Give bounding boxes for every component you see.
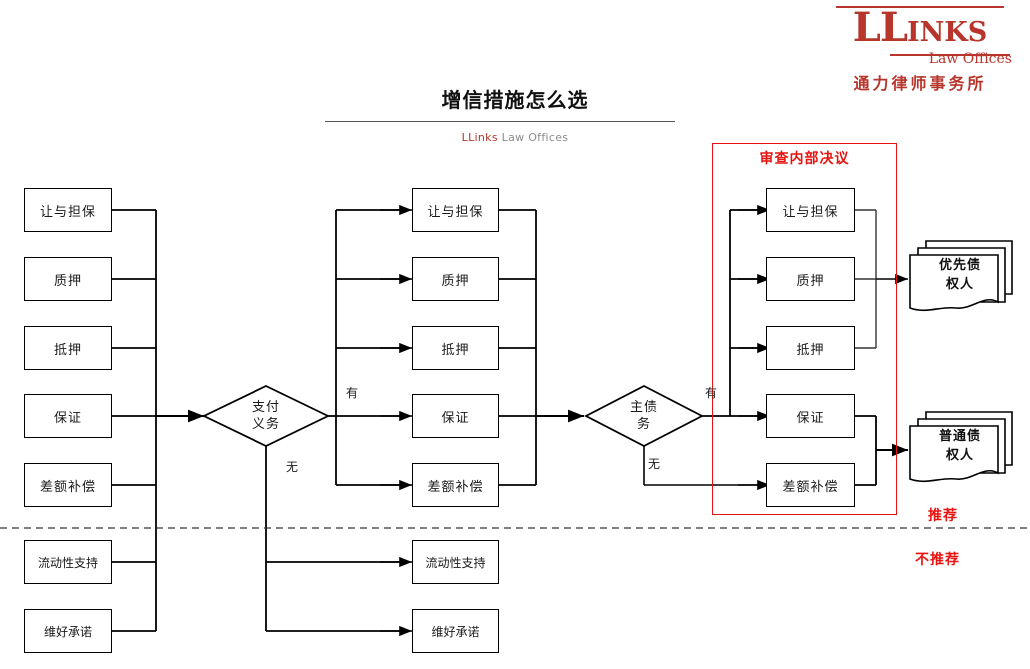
source-box-6-label: 维好承诺 xyxy=(43,624,92,639)
outcome-ordinary-creditor-line1: 普通债 xyxy=(938,429,981,444)
decision-main-debt-label: 主债 务 xyxy=(586,386,702,446)
middle-box-5[interactable]: 流动性支持 xyxy=(412,540,499,584)
outcome-priority-creditor[interactable]: 优先债 权人 xyxy=(908,236,1018,322)
review-box-4-label: 差额补偿 xyxy=(782,479,839,495)
review-box-1[interactable]: 质押 xyxy=(766,257,855,301)
middle-box-6-label: 维好承诺 xyxy=(431,624,480,639)
label-not-recommended: 不推荐 xyxy=(915,552,960,568)
logo-mid-rule xyxy=(890,54,1010,56)
review-box-3-label: 保证 xyxy=(796,410,825,426)
page-title: 增信措施怎么选 xyxy=(441,88,589,112)
decision-payment-obligation[interactable]: 支付 义务 xyxy=(204,386,328,446)
internal-resolution-title: 审查内部决议 xyxy=(759,151,850,167)
middle-box-5-label: 流动性支持 xyxy=(425,555,486,570)
label-recommended: 推荐 xyxy=(928,508,958,524)
middle-box-4[interactable]: 差额补偿 xyxy=(412,463,499,507)
edge-label-debt-no: 无 xyxy=(648,457,661,471)
outcome-ordinary-creditor-line2: 权人 xyxy=(945,448,974,463)
decision-main-debt-line2: 务 xyxy=(636,417,651,432)
subtitle-rest: Law Offices xyxy=(497,131,569,144)
logo-subtext: Law Offices xyxy=(928,50,1012,67)
middle-box-3[interactable]: 保证 xyxy=(412,394,499,438)
middle-box-0-label: 让与担保 xyxy=(427,204,484,220)
source-box-0-label: 让与担保 xyxy=(39,204,96,220)
middle-box-6[interactable]: 维好承诺 xyxy=(412,609,499,653)
outcome-priority-creditor-line1: 优先债 xyxy=(938,258,981,273)
outcome-ordinary-creditor[interactable]: 普通债 权人 xyxy=(908,407,1018,493)
title-underline xyxy=(325,121,675,122)
source-box-2[interactable]: 抵押 xyxy=(24,326,112,370)
outcome-ordinary-creditor-label: 普通债 权人 xyxy=(918,427,1002,465)
logo-top-rule xyxy=(836,6,1004,8)
source-box-1-label: 质押 xyxy=(53,273,82,289)
review-box-1-label: 质押 xyxy=(796,273,825,289)
decision-payment-obligation-label: 支付 义务 xyxy=(204,386,328,446)
outcome-priority-creditor-line2: 权人 xyxy=(945,277,974,292)
middle-box-0[interactable]: 让与担保 xyxy=(412,188,499,232)
review-box-2-label: 抵押 xyxy=(796,342,825,358)
source-box-3-label: 保证 xyxy=(53,410,82,426)
document-stack-icon xyxy=(909,411,1013,483)
review-box-0-label: 让与担保 xyxy=(782,204,839,220)
subtitle-brand: LLinks xyxy=(461,131,498,144)
middle-box-1-label: 质押 xyxy=(441,273,470,289)
edge-label-payment-no: 无 xyxy=(286,460,299,474)
middle-box-3-label: 保证 xyxy=(441,410,470,426)
page-subtitle: LLinks Law Offices xyxy=(0,131,1030,144)
source-box-3[interactable]: 保证 xyxy=(24,394,112,438)
decision-payment-obligation-line2: 义务 xyxy=(251,417,280,432)
decision-payment-obligation-line1: 支付 xyxy=(251,400,280,415)
source-box-2-label: 抵押 xyxy=(53,342,82,358)
middle-box-2-label: 抵押 xyxy=(441,342,470,358)
source-box-6[interactable]: 维好承诺 xyxy=(24,609,112,653)
internal-resolution-frame xyxy=(712,143,897,515)
outcome-priority-creditor-label: 优先债 权人 xyxy=(918,256,1002,294)
llinks-logo: LLINKS Law Offices 通力律师事务所 xyxy=(830,4,1012,96)
middle-box-1[interactable]: 质押 xyxy=(412,257,499,301)
review-box-4[interactable]: 差额补偿 xyxy=(766,463,855,507)
source-box-5[interactable]: 流动性支持 xyxy=(24,540,112,584)
decision-main-debt[interactable]: 主债 务 xyxy=(586,386,702,446)
logo-wordmark-inks: INKS xyxy=(906,17,988,48)
source-box-4-label: 差额补偿 xyxy=(39,479,96,495)
edge-label-debt-yes: 有 xyxy=(705,386,718,400)
source-box-0[interactable]: 让与担保 xyxy=(24,188,112,232)
middle-box-2[interactable]: 抵押 xyxy=(412,326,499,370)
review-box-3[interactable]: 保证 xyxy=(766,394,855,438)
review-box-0[interactable]: 让与担保 xyxy=(766,188,855,232)
review-box-2[interactable]: 抵押 xyxy=(766,326,855,370)
document-stack-icon xyxy=(909,240,1013,312)
source-box-4[interactable]: 差额补偿 xyxy=(24,463,112,507)
logo-wordmark: LLINKS xyxy=(830,8,1010,53)
logo-wordmark-ll: LL xyxy=(852,4,908,51)
logo-chinese-name: 通力律师事务所 xyxy=(853,73,987,93)
decision-main-debt-line1: 主债 xyxy=(629,400,658,415)
source-box-1[interactable]: 质押 xyxy=(24,257,112,301)
edge-label-payment-yes: 有 xyxy=(346,386,359,400)
middle-box-4-label: 差额补偿 xyxy=(427,479,484,495)
source-box-5-label: 流动性支持 xyxy=(37,555,98,570)
